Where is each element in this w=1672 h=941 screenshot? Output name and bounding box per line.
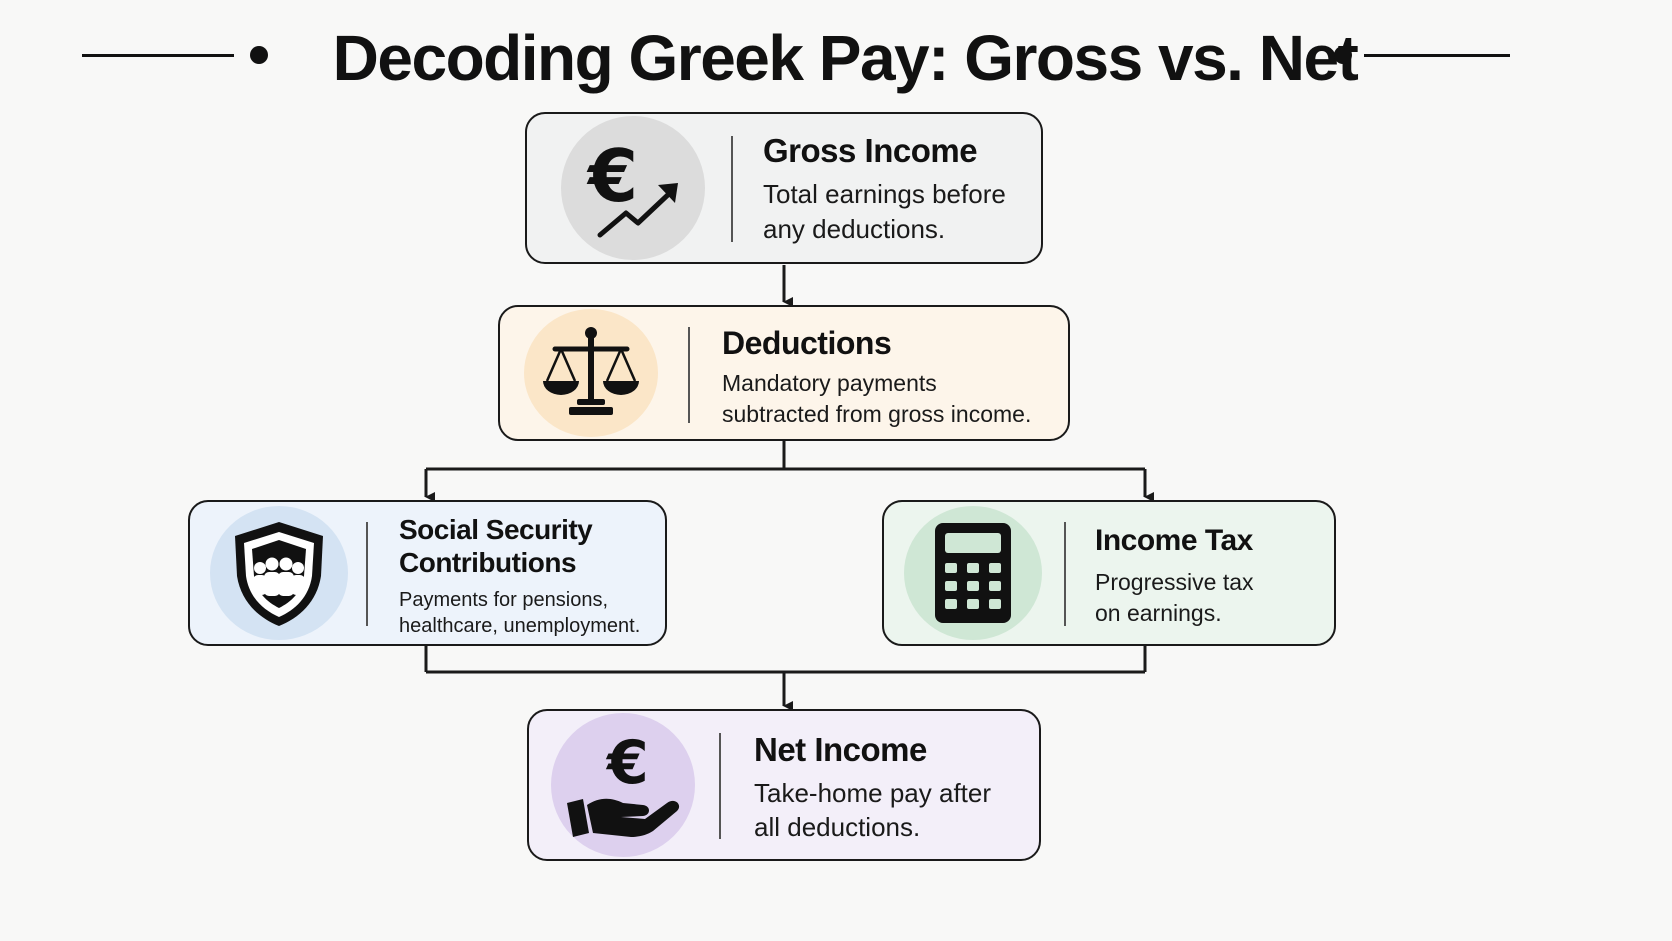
net-income-desc-line2: all deductions. bbox=[754, 812, 921, 842]
gross-icon-circle: € bbox=[561, 116, 705, 260]
social-security-title-line2: Contributions bbox=[399, 547, 577, 578]
social-security-desc-line1: Payments for pensions, bbox=[399, 589, 608, 611]
net-income-title: Net Income bbox=[754, 731, 927, 768]
deductions-divider bbox=[688, 327, 690, 423]
gross-income-card: € Gross Income Total earnings before any… bbox=[525, 112, 1043, 264]
gross-income-desc-line1: Total earnings before bbox=[763, 179, 1006, 209]
deductions-icon-circle bbox=[524, 309, 658, 437]
scales-icon bbox=[543, 327, 639, 415]
shield-people-icon bbox=[235, 522, 323, 626]
svg-text:€: € bbox=[605, 728, 649, 798]
social-security-desc-line2: healthcare, unemployment. bbox=[399, 615, 641, 637]
tax-icon-circle bbox=[904, 506, 1042, 640]
title-right-dot bbox=[1334, 46, 1352, 64]
social-security-card: Social Security Contributions Payments f… bbox=[188, 500, 667, 646]
euro-growth-icon: € bbox=[586, 134, 678, 238]
page-title: Decoding Greek Pay: Gross vs. Net bbox=[332, 22, 1359, 94]
title-row: Decoding Greek Pay: Gross vs. Net bbox=[0, 0, 1672, 110]
net-divider bbox=[719, 733, 721, 839]
income-tax-card: Income Tax Progressive tax on earnings. bbox=[882, 500, 1336, 646]
deductions-desc-line1: Mandatory payments bbox=[722, 370, 937, 396]
income-tax-desc-line1: Progressive tax bbox=[1095, 569, 1254, 595]
social-icon-circle bbox=[210, 506, 348, 640]
gross-divider bbox=[731, 136, 733, 242]
deductions-desc-line2: subtracted from gross income. bbox=[722, 401, 1032, 427]
deductions-card: Deductions Mandatory payments subtracted… bbox=[498, 305, 1070, 441]
calculator-icon bbox=[935, 523, 1011, 623]
net-icon-circle: € bbox=[551, 713, 695, 857]
euro-hand-icon: € bbox=[567, 728, 680, 837]
deductions-title: Deductions bbox=[722, 325, 892, 361]
tax-divider bbox=[1064, 522, 1066, 626]
title-left-dot bbox=[250, 46, 268, 64]
title-left-rule bbox=[82, 54, 234, 57]
gross-income-title: Gross Income bbox=[763, 132, 978, 169]
social-divider bbox=[366, 522, 368, 626]
svg-text:€: € bbox=[586, 134, 638, 218]
social-security-title-line1: Social Security bbox=[399, 514, 593, 545]
income-tax-desc-line2: on earnings. bbox=[1095, 600, 1222, 626]
net-income-card: € Net Income Take-home pay after all ded… bbox=[527, 709, 1041, 861]
gross-income-desc-line2: any deductions. bbox=[763, 214, 946, 244]
title-right-rule bbox=[1364, 54, 1510, 57]
net-income-desc-line1: Take-home pay after bbox=[754, 778, 992, 808]
income-tax-title: Income Tax bbox=[1095, 524, 1253, 557]
